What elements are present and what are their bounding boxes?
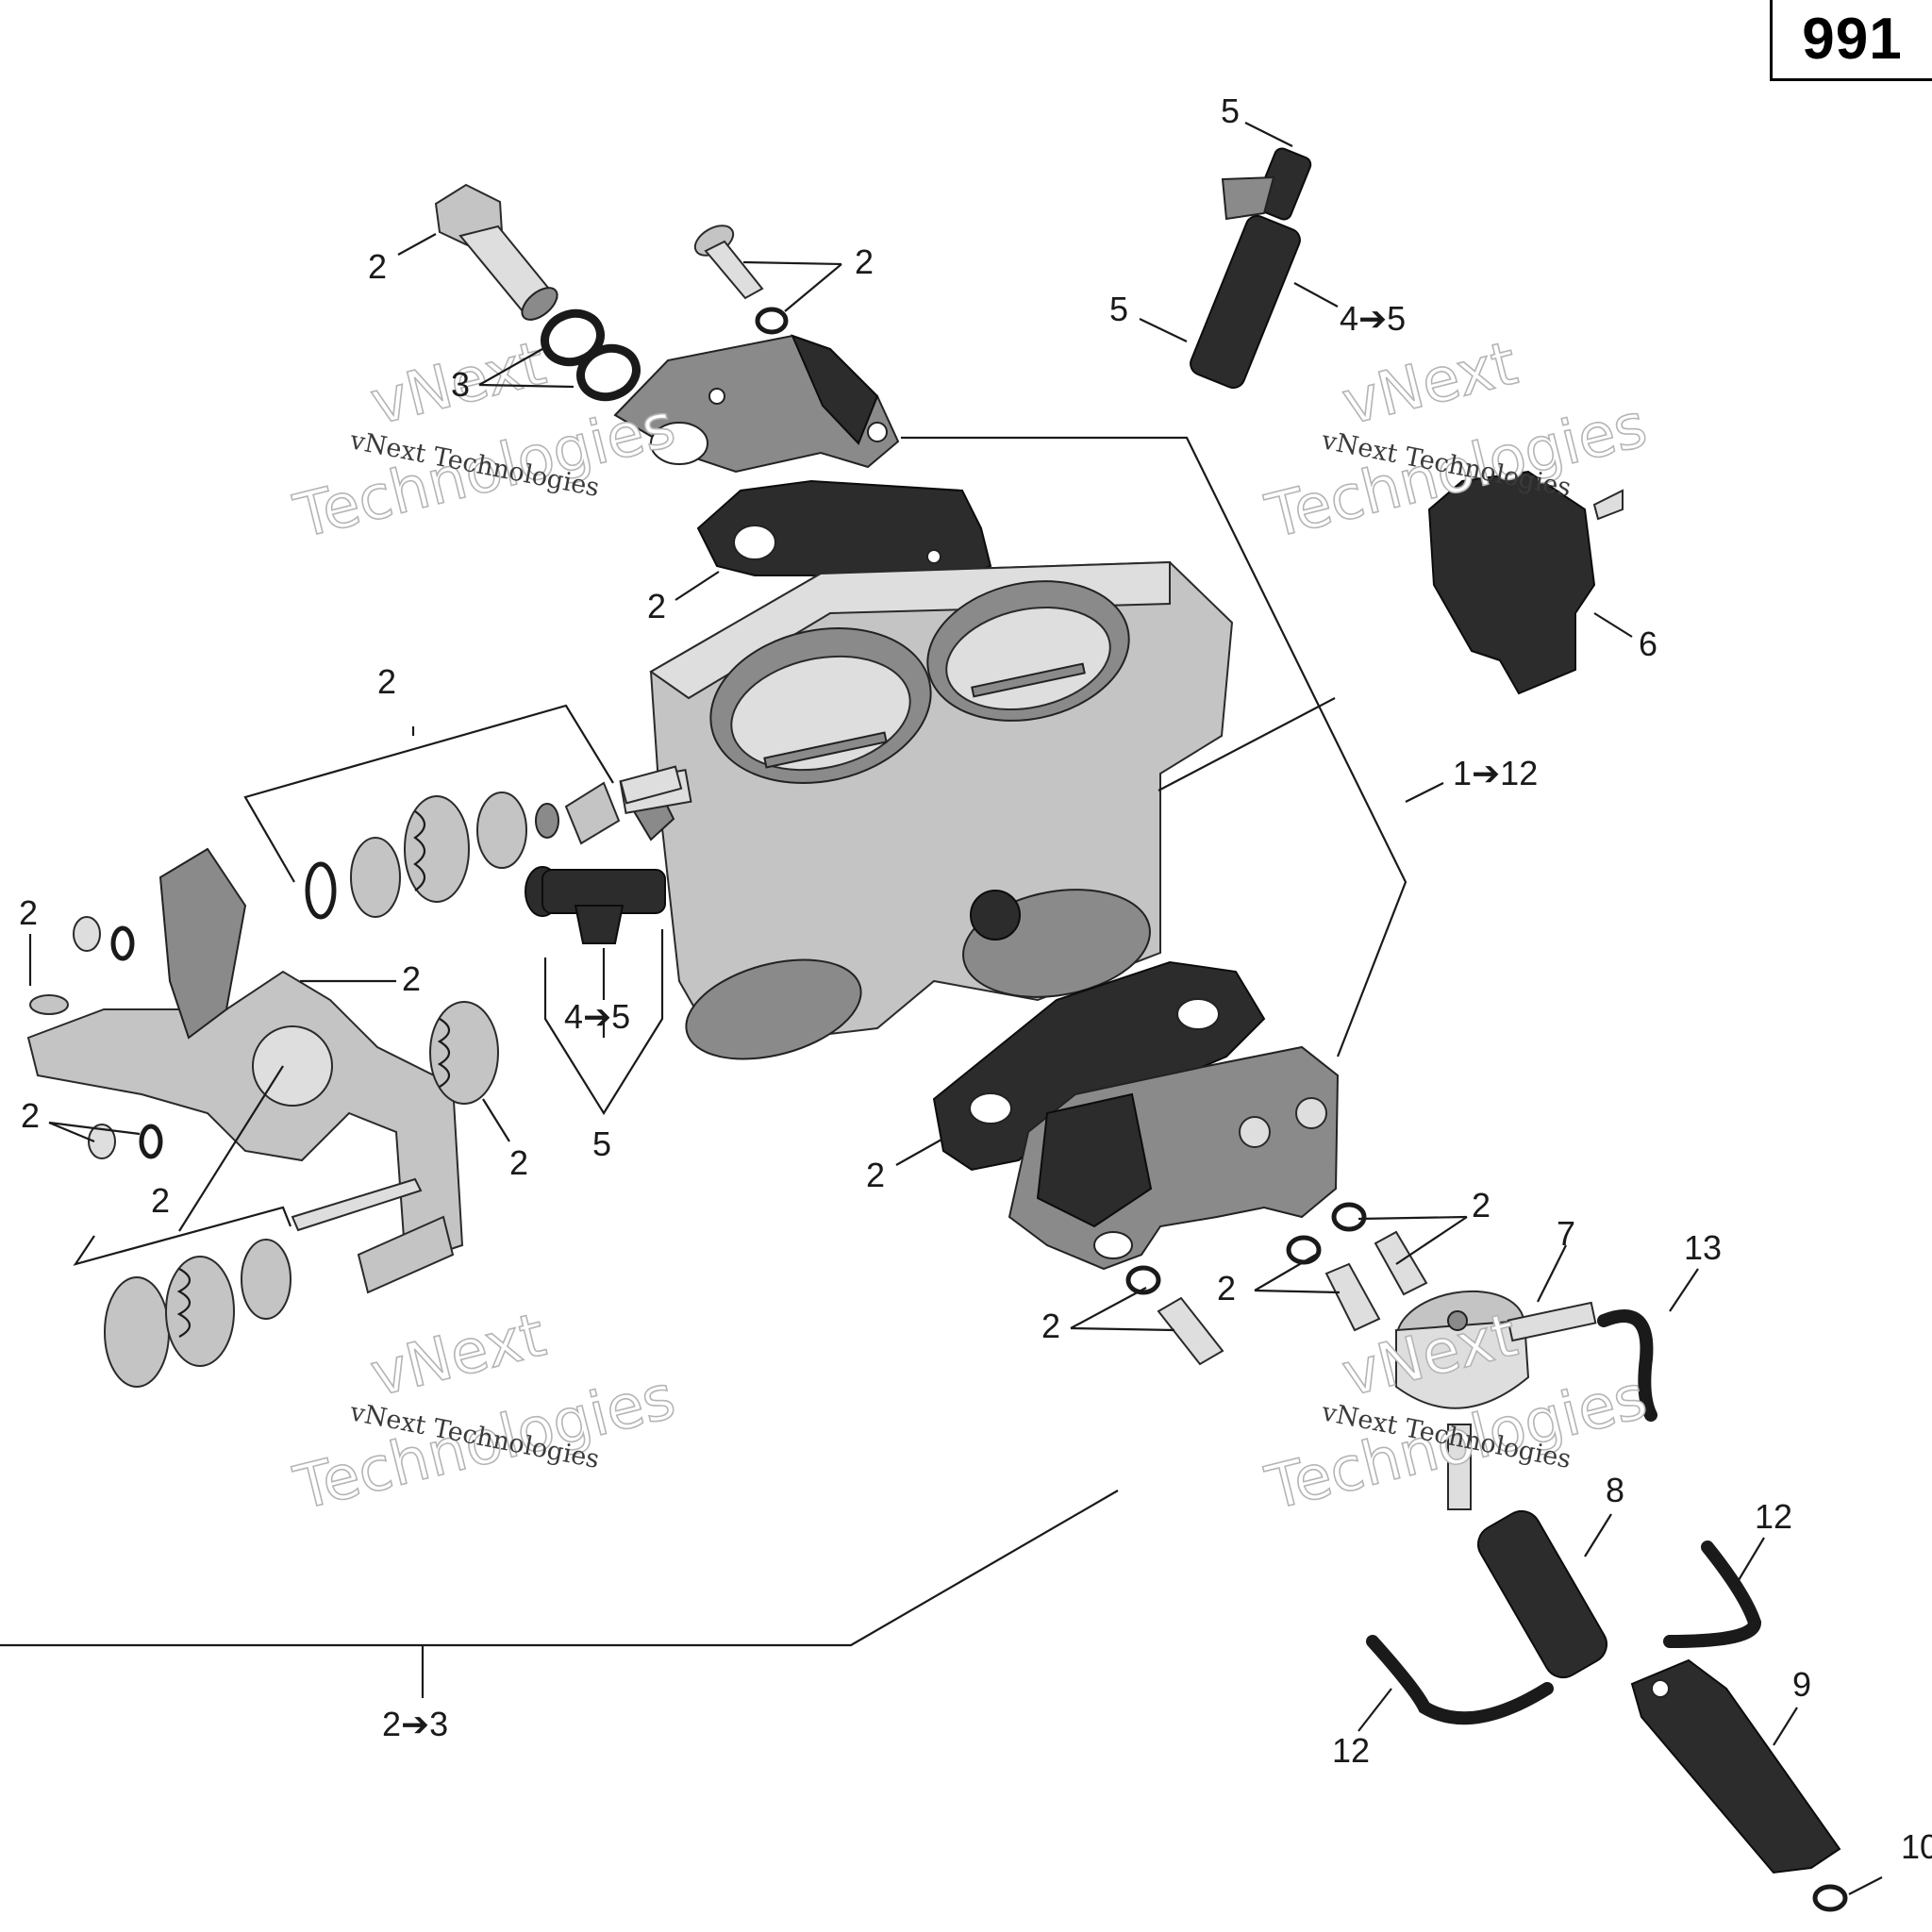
callout-8-filter: 8 xyxy=(1606,1471,1624,1509)
callout-10: 10 xyxy=(1901,1827,1932,1866)
callout-1to12: 1➔12 xyxy=(1453,754,1538,792)
spring-set-bottom xyxy=(104,1239,291,1388)
callout-2-bolts-mid: 2 xyxy=(1217,1269,1236,1307)
callout-2-gasket-lower: 2 xyxy=(866,1156,885,1194)
callout-6-sensor: 6 xyxy=(1639,625,1657,663)
callout-2-gasket-upper: 2 xyxy=(647,587,666,625)
callout-2-screw-left: 2 xyxy=(19,893,38,932)
callout-2-spring-bottom: 2 xyxy=(151,1181,170,1220)
callout-2-spring-right: 2 xyxy=(509,1143,528,1182)
fuel-rail-lower xyxy=(1008,1045,1340,1271)
callout-9-bracket: 9 xyxy=(1792,1665,1811,1704)
throttle-body xyxy=(619,560,1234,1060)
callout-7-regulator: 7 xyxy=(1557,1214,1575,1253)
sensor-6 xyxy=(1427,470,1624,695)
callout-labels: 2 3 2 5 5 4➔5 6 2 2 1➔12 2 2 2 2 4➔5 5 2… xyxy=(19,92,1932,1866)
callout-2-bolt-lower: 2 xyxy=(1041,1307,1060,1345)
leader-lines xyxy=(0,122,1883,1895)
watermark-bottom-left: vNext Technologies vNext Technologies xyxy=(287,1300,682,1525)
fuel-rail-upper xyxy=(613,334,900,474)
svg-text:vNext: vNext xyxy=(364,1300,552,1410)
screw-top xyxy=(693,225,789,335)
callout-4to5-injector-top: 4➔5 xyxy=(1340,299,1406,338)
pressure-regulator xyxy=(1395,1290,1597,1510)
callout-12-hose-right: 12 xyxy=(1755,1497,1792,1536)
callout-2-oring-right: 2 xyxy=(1472,1186,1491,1224)
hex-bolt-top-left xyxy=(434,183,558,321)
svg-text:vNext: vNext xyxy=(1336,328,1524,439)
callout-5-injector-top: 5 xyxy=(1221,92,1240,130)
page-number: 991 xyxy=(1802,7,1903,72)
callout-3-o-rings: 3 xyxy=(451,365,470,404)
page-number-box: 991 xyxy=(1770,0,1932,81)
callout-2-lever: 2 xyxy=(402,959,421,998)
callout-5-injector-bottom: 5 xyxy=(1109,290,1128,328)
o-rings-3 xyxy=(541,308,641,402)
lever-bracket xyxy=(26,847,464,1294)
watermark-top-left: vNext Technologies vNext Technologies xyxy=(287,328,682,554)
fuel-filter-8 xyxy=(1477,1509,1607,1679)
hose-13 xyxy=(1597,1309,1657,1422)
hose-12-left xyxy=(1366,1635,1554,1725)
callout-2to3: 2➔3 xyxy=(382,1705,448,1743)
callout-5-injector-mid: 5 xyxy=(592,1124,611,1163)
callout-4to5-injector-mid: 4➔5 xyxy=(564,997,630,1036)
hose-12-right xyxy=(1663,1541,1762,1648)
callout-2-bolt-top-left: 2 xyxy=(368,247,387,286)
gasket-upper xyxy=(696,479,992,582)
spring-right xyxy=(429,1001,499,1105)
callout-2-screw-top: 2 xyxy=(855,242,874,281)
callout-2-spring-group: 2 xyxy=(377,662,396,701)
callout-12-hose-left: 12 xyxy=(1332,1731,1370,1770)
spring-assembly-group xyxy=(305,765,683,920)
callout-13-hose: 13 xyxy=(1684,1228,1722,1267)
fuel-injector-top xyxy=(1190,147,1312,390)
washer-10 xyxy=(1812,1884,1848,1912)
bracket-9 xyxy=(1630,1658,1841,1874)
callout-2-washers: 2 xyxy=(21,1096,40,1135)
fuel-injector-mid xyxy=(525,866,666,944)
